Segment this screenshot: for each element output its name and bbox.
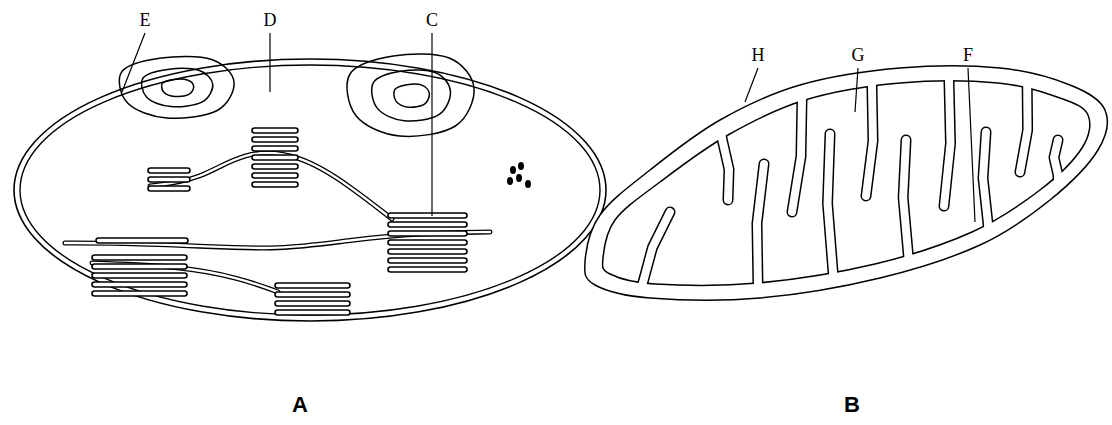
crista bbox=[983, 132, 988, 230]
crista bbox=[641, 212, 670, 289]
thylakoid-disc bbox=[388, 231, 467, 236]
part-label: G bbox=[852, 46, 865, 64]
crista bbox=[866, 80, 873, 196]
thylakoid-disc bbox=[252, 182, 298, 187]
starch-grain bbox=[119, 56, 234, 118]
thylakoid-disc bbox=[388, 222, 467, 227]
part-label: C bbox=[426, 11, 438, 29]
granum bbox=[148, 168, 190, 191]
thylakoid-disc bbox=[92, 273, 187, 278]
thylakoid-disc bbox=[275, 283, 350, 288]
thylakoid-disc bbox=[148, 186, 190, 191]
thylakoid-disc bbox=[252, 155, 298, 160]
granum bbox=[275, 283, 350, 315]
thylakoid-disc bbox=[388, 213, 467, 218]
leader-line bbox=[968, 68, 975, 222]
thylakoid-disc bbox=[92, 282, 187, 287]
thylakoid-disc bbox=[92, 255, 187, 260]
thylakoid-disc bbox=[92, 264, 187, 269]
figure-label: B bbox=[844, 394, 860, 416]
granum bbox=[388, 213, 467, 272]
thylakoid-disc bbox=[252, 164, 298, 169]
lipid-droplet bbox=[510, 166, 516, 174]
mitochondrion bbox=[585, 66, 1108, 300]
starch-ring bbox=[372, 70, 451, 121]
thylakoid-disc bbox=[388, 267, 467, 272]
lipid-droplet bbox=[507, 177, 513, 185]
leader-line bbox=[431, 33, 432, 216]
crista-space bbox=[1020, 82, 1028, 172]
granum bbox=[92, 255, 187, 296]
crista-space bbox=[1054, 140, 1058, 181]
crista bbox=[944, 75, 951, 206]
crista-space bbox=[641, 212, 670, 289]
crista bbox=[792, 95, 802, 212]
leader-line bbox=[855, 68, 858, 112]
thylakoid-disc bbox=[252, 173, 298, 178]
crista-space bbox=[866, 80, 873, 196]
thylakoid-disc bbox=[275, 310, 350, 315]
part-label: H bbox=[752, 46, 765, 64]
starch-ring bbox=[162, 79, 194, 96]
thylakoid-disc bbox=[252, 128, 298, 133]
crista-space bbox=[792, 95, 802, 212]
lipid-droplet bbox=[525, 180, 531, 188]
thylakoid-disc bbox=[148, 177, 190, 182]
thylakoid-disc bbox=[275, 301, 350, 306]
stroma-lamella-lumen bbox=[92, 263, 278, 292]
figure-label: A bbox=[292, 394, 308, 416]
crista bbox=[721, 133, 729, 200]
crista-space bbox=[757, 164, 764, 289]
crista bbox=[757, 164, 764, 289]
crista bbox=[1054, 140, 1058, 181]
starch-ring bbox=[119, 56, 234, 118]
part-label: E bbox=[140, 11, 151, 29]
leader-line bbox=[745, 68, 758, 102]
inner-membrane bbox=[20, 65, 600, 315]
crista bbox=[1020, 82, 1028, 172]
part-label: D bbox=[264, 11, 277, 29]
inner-membrane bbox=[603, 81, 1090, 285]
stroma-lamella bbox=[65, 232, 490, 248]
thylakoid-disc bbox=[388, 258, 467, 263]
thylakoid-disc bbox=[275, 292, 350, 297]
crista-space bbox=[828, 134, 834, 279]
crista-space bbox=[721, 133, 729, 200]
leader-line bbox=[122, 33, 145, 92]
thylakoid-disc bbox=[388, 240, 467, 245]
granum bbox=[96, 238, 188, 243]
chloroplast bbox=[14, 54, 606, 321]
part-label: F bbox=[963, 46, 973, 64]
starch-ring bbox=[142, 68, 213, 106]
crista bbox=[828, 134, 834, 279]
crista-space bbox=[944, 75, 951, 206]
crista bbox=[903, 140, 908, 261]
thylakoid-disc bbox=[92, 291, 187, 296]
crista-space bbox=[983, 132, 988, 230]
crista-space bbox=[903, 140, 908, 261]
starch-grain bbox=[347, 54, 474, 136]
leader-line bbox=[269, 33, 270, 92]
lipid-droplet bbox=[516, 174, 522, 182]
thylakoid-disc bbox=[252, 137, 298, 142]
outer-membrane bbox=[585, 66, 1108, 300]
stroma-lamella bbox=[92, 263, 278, 292]
outer-membrane bbox=[14, 59, 606, 321]
stroma-lamella-lumen bbox=[65, 232, 490, 248]
lipid-droplet bbox=[518, 162, 524, 170]
starch-ring bbox=[394, 84, 430, 107]
thylakoid-disc bbox=[148, 168, 190, 173]
starch-ring bbox=[347, 54, 474, 136]
thylakoid-disc bbox=[252, 146, 298, 151]
granum bbox=[252, 128, 298, 187]
thylakoid-disc bbox=[96, 238, 188, 243]
thylakoid-disc bbox=[388, 249, 467, 254]
